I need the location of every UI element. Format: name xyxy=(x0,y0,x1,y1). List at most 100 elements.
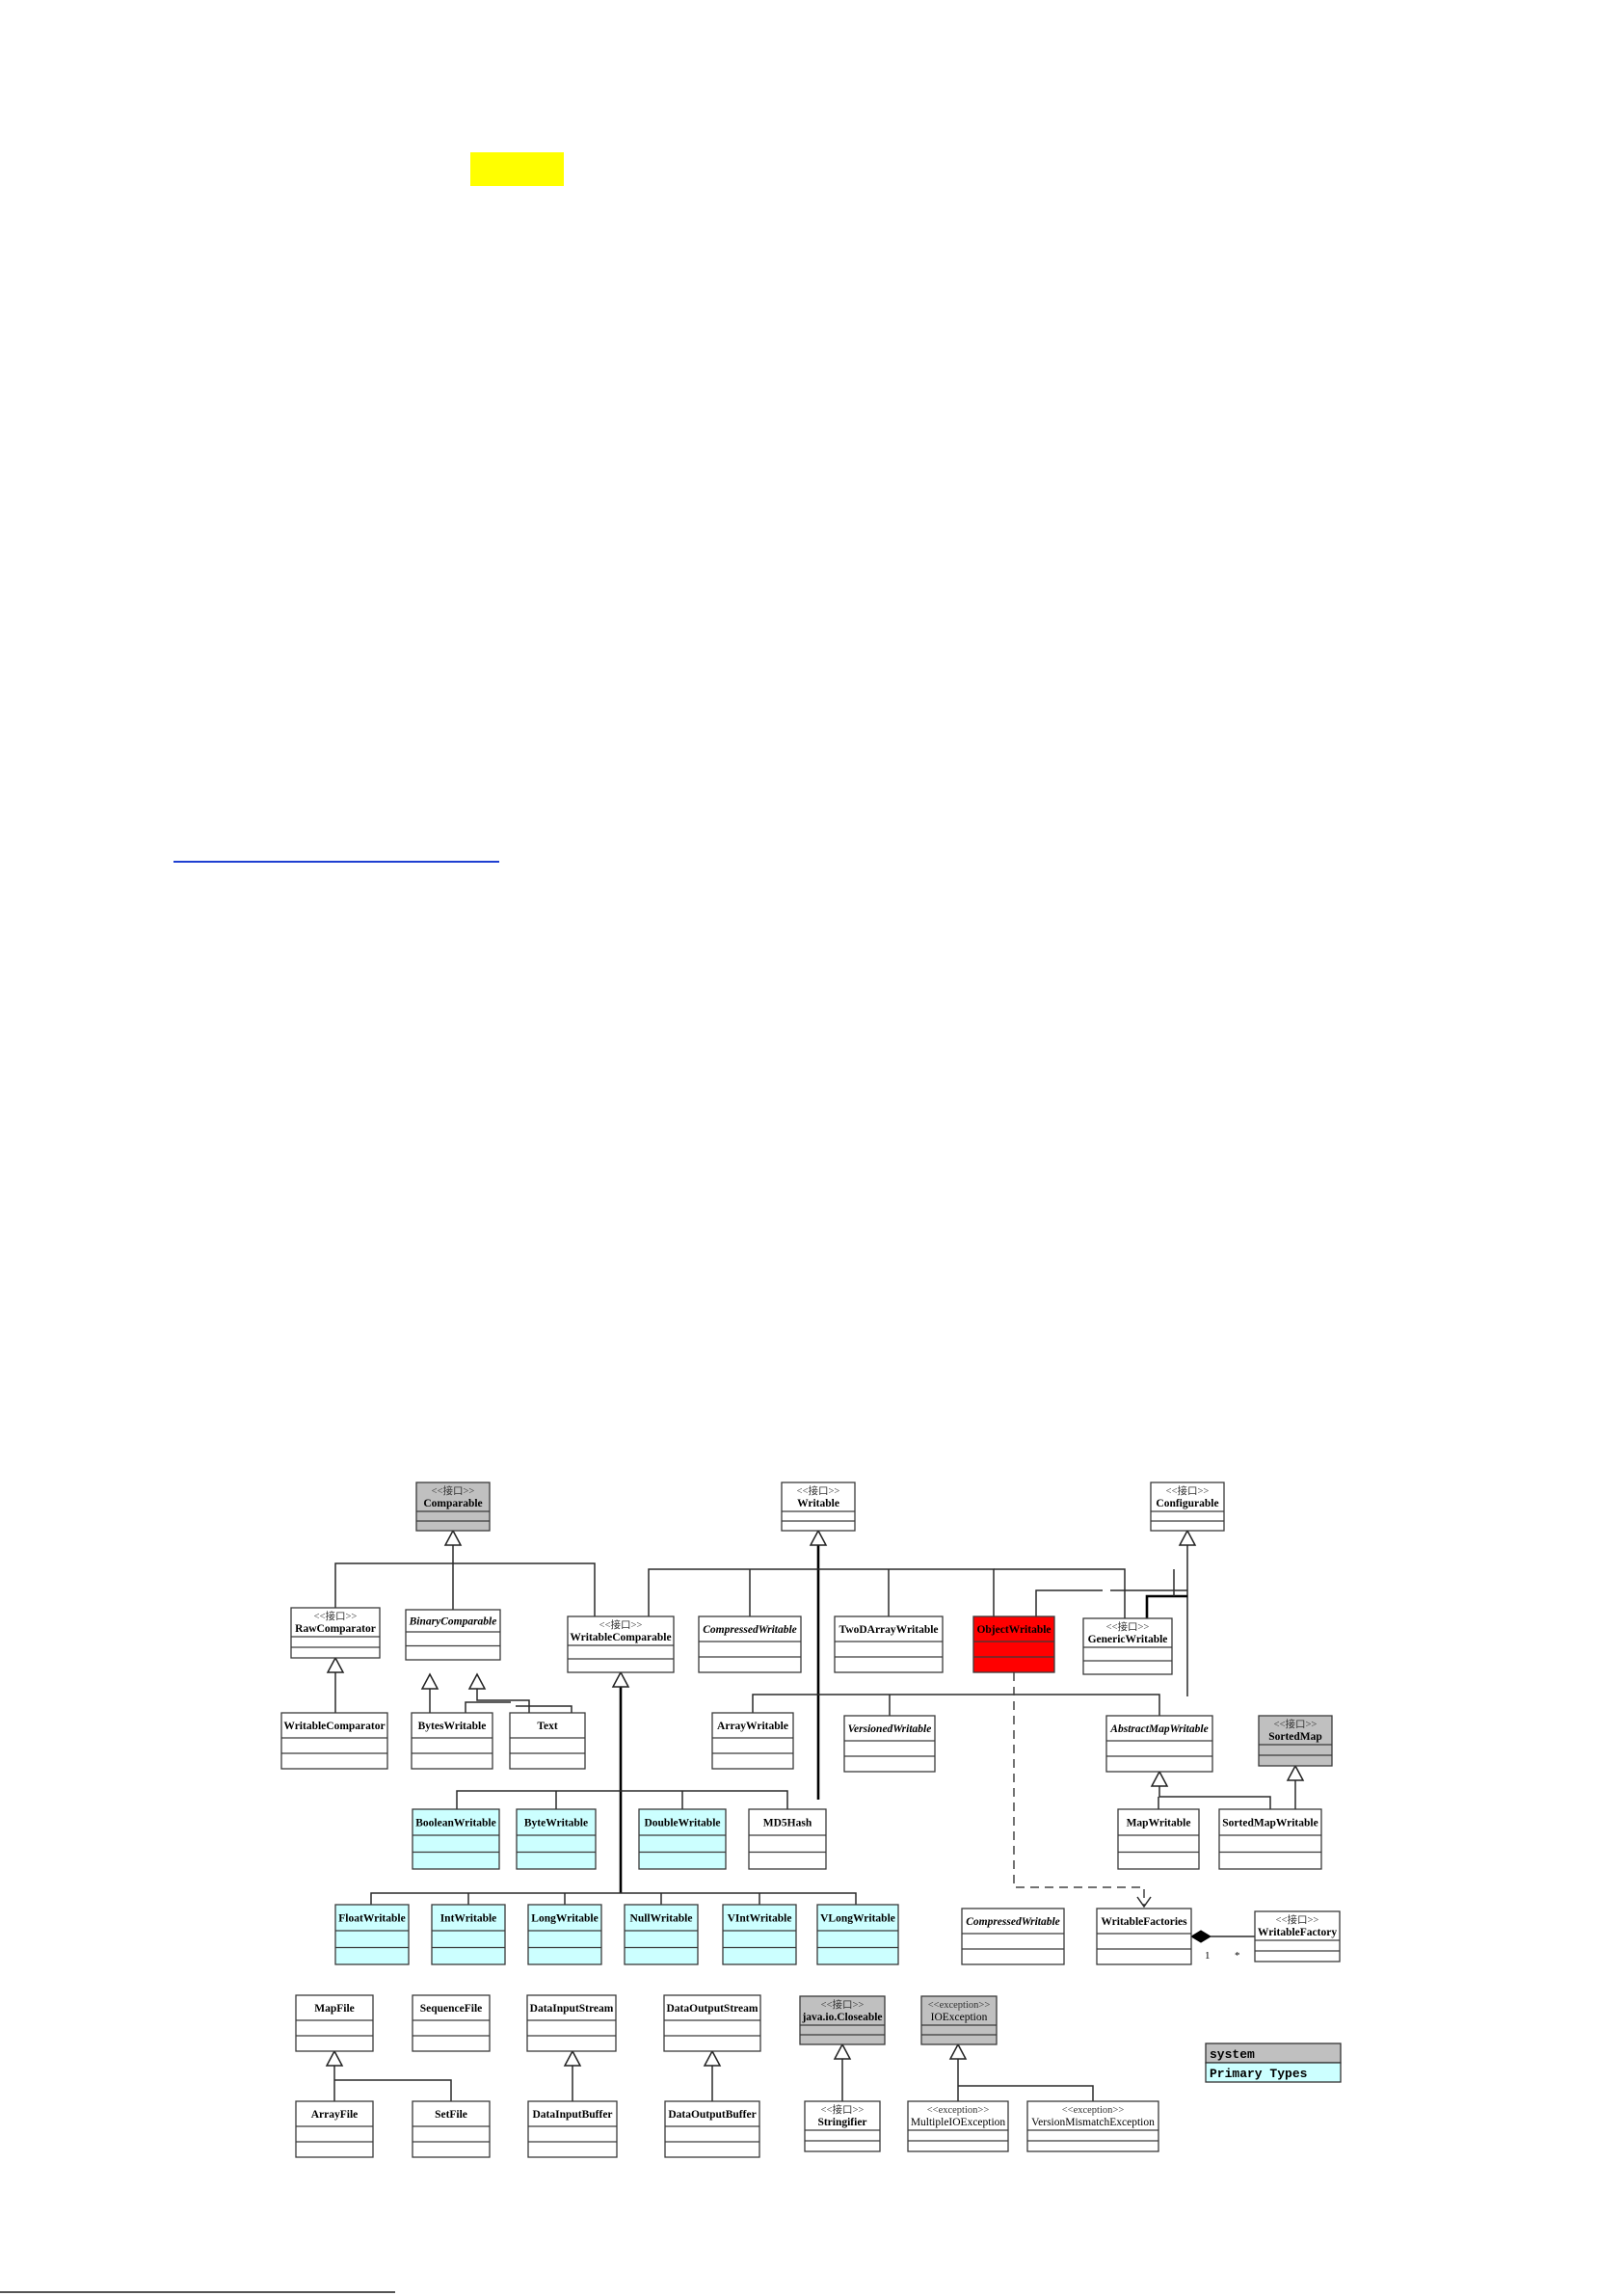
class-name: VLongWritable xyxy=(820,1913,895,1925)
class-name: CompressedWritable xyxy=(703,1624,797,1636)
connector-line xyxy=(1145,1594,1187,1618)
class-name: TwoDArrayWritable xyxy=(839,1624,938,1636)
class-box-sequencefile: SequenceFile xyxy=(412,1994,491,2052)
class-name: Comparable xyxy=(423,1498,482,1509)
class-box-rect xyxy=(412,1808,500,1870)
inheritance-arrowhead xyxy=(467,1672,487,1690)
class-box-objectwritable: ObjectWritable xyxy=(972,1615,1055,1673)
class-name: Writable xyxy=(797,1498,839,1509)
connector-lines: 1* xyxy=(325,1529,1305,2101)
class-box-rect xyxy=(907,2100,1009,2152)
class-box-rect xyxy=(567,1615,675,1673)
class-box-rect xyxy=(405,1609,501,1661)
inheritance-arrowhead xyxy=(325,2049,344,2067)
class-box-rect xyxy=(1258,1715,1333,1767)
footnote-rule xyxy=(0,2291,395,2293)
class-stereotype: <<接口>> xyxy=(821,2103,865,2116)
class-box-writablecomparator: WritableComparator xyxy=(280,1712,388,1770)
legend-label: system xyxy=(1210,2047,1255,2062)
class-stereotype: <<接口>> xyxy=(797,1484,840,1497)
inheritance-arrowhead xyxy=(443,1529,463,1546)
class-name: LongWritable xyxy=(531,1913,598,1925)
class-box-writablecomparable: <<接口>>WritableComparable xyxy=(567,1615,675,1673)
class-box-rect xyxy=(799,1995,886,2045)
class-name: java.io.Closeable xyxy=(801,2012,882,2023)
class-stereotype: <<接口>> xyxy=(432,1484,475,1497)
legend-item-1: Primary Types xyxy=(1205,2062,1342,2083)
class-box-mapfile: MapFile xyxy=(295,1994,374,2052)
class-box-dataoutputstream: DataOutputStream xyxy=(663,1994,761,2052)
connector-line xyxy=(465,1701,511,1713)
class-box-writablefactories: WritableFactories xyxy=(1096,1908,1192,1965)
class-box-datainputbuffer: DataInputBuffer xyxy=(527,2100,618,2158)
legend-label: Primary Types xyxy=(1210,2067,1308,2081)
class-box-rect xyxy=(804,2100,881,2152)
class-box-rawcomparator: <<接口>>RawComparator xyxy=(290,1607,381,1659)
class-box-rect xyxy=(664,2100,760,2158)
class-box-sortedmapwritable: SortedMapWritable xyxy=(1218,1808,1322,1870)
class-stereotype: <<接口>> xyxy=(1274,1718,1318,1730)
class-name: GenericWritable xyxy=(1088,1634,1168,1645)
class-box-sortedmap: <<接口>>SortedMap xyxy=(1258,1715,1333,1767)
class-name: MapFile xyxy=(314,2003,355,2015)
class-name: DataInputBuffer xyxy=(532,2109,612,2121)
class-name: DataInputStream xyxy=(530,2003,614,2015)
class-name: ArrayFile xyxy=(311,2109,359,2121)
class-name: SortedMapWritable xyxy=(1222,1818,1318,1829)
class-box-rect xyxy=(1254,1910,1341,1962)
legend-swatch xyxy=(1205,2062,1342,2083)
dependency-arrowhead xyxy=(1136,1896,1152,1909)
inheritance-arrowhead xyxy=(833,2042,852,2060)
class-box-rect xyxy=(1105,1715,1213,1773)
class-box-rect xyxy=(1026,2100,1159,2152)
class-name: VersionedWritable xyxy=(848,1723,932,1735)
inheritance-arrowhead xyxy=(1286,1764,1305,1781)
class-name: Text xyxy=(537,1721,557,1732)
class-box-doublewritable: DoubleWritable xyxy=(638,1808,727,1870)
class-name: IntWritable xyxy=(440,1913,497,1925)
class-box-arraywritable: ArrayWritable xyxy=(711,1712,794,1770)
class-name: DataOutputStream xyxy=(667,2003,759,2015)
yellow-highlight-mark xyxy=(470,152,564,186)
class-box-rect xyxy=(295,2100,374,2158)
class-box-md5hash: MD5Hash xyxy=(748,1808,827,1870)
class-box-rect xyxy=(663,1994,761,2052)
class-box-rect xyxy=(1082,1617,1173,1675)
class-box-rect xyxy=(816,1904,899,1965)
connector-line xyxy=(958,2085,1094,2101)
class-box-closeable: <<接口>>java.io.Closeable xyxy=(799,1995,886,2045)
class-box-dataoutputbuffer: DataOutputBuffer xyxy=(664,2100,760,2158)
inheritance-arrowhead xyxy=(563,2049,582,2067)
class-box-longwritable: LongWritable xyxy=(527,1904,602,1965)
class-box-compressedwritable2: CompressedWritable xyxy=(961,1908,1065,1965)
class-stereotype: <<接口>> xyxy=(599,1618,643,1631)
connector-line xyxy=(456,1790,788,1809)
multiplicity-one: 1 xyxy=(1205,1950,1211,1962)
class-box-writablefactory: <<接口>>WritableFactory xyxy=(1254,1910,1341,1962)
class-name: AbstractMapWritable xyxy=(1109,1723,1208,1735)
class-box-versionmismatchexception: <<exception>>VersionMismatchException xyxy=(1026,2100,1159,2152)
class-box-arrayfile: ArrayFile xyxy=(295,2100,374,2158)
class-box-writable: <<接口>>Writable xyxy=(781,1482,856,1532)
class-box-rect xyxy=(961,1908,1065,1965)
class-box-rect xyxy=(1218,1808,1322,1870)
class-name: WritableComparable xyxy=(570,1632,671,1643)
class-name: IOException xyxy=(931,2012,988,2023)
class-stereotype: <<接口>> xyxy=(1106,1620,1150,1633)
class-box-rect xyxy=(411,1712,493,1770)
class-box-rect xyxy=(920,1995,998,2045)
connector-line xyxy=(516,1705,572,1713)
class-name: WritableFactories xyxy=(1101,1916,1187,1928)
class-box-rect xyxy=(527,1904,602,1965)
class-name: MapWritable xyxy=(1127,1818,1191,1829)
composition-diamond xyxy=(1190,1930,1211,1943)
class-box-intwritable: IntWritable xyxy=(431,1904,506,1965)
class-stereotype: <<exception>> xyxy=(928,2000,991,2011)
connector-line xyxy=(994,1568,1126,1618)
class-name: MultipleIOException xyxy=(911,2117,1006,2128)
link-underline[interactable] xyxy=(173,861,499,863)
class-name: BytesWritable xyxy=(418,1721,487,1732)
class-box-twodarraywritable: TwoDArrayWritable xyxy=(834,1615,944,1673)
connector-line xyxy=(334,2079,452,2101)
